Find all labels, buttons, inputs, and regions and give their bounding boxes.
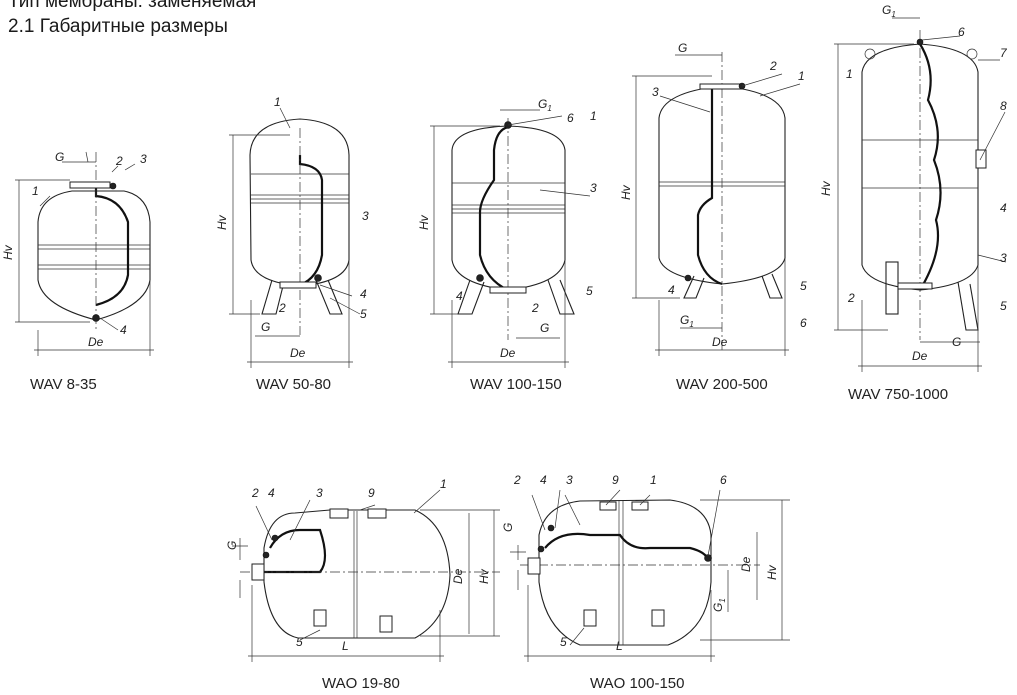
label-g: G: [501, 523, 515, 532]
label-de: De: [739, 556, 753, 572]
callout-9: 9: [612, 473, 619, 487]
callout-2: 2: [251, 486, 259, 500]
callout-3: 3: [316, 486, 323, 500]
tank-wao-19-80: [232, 489, 500, 662]
callout-8: 8: [1000, 99, 1007, 113]
label-de: De: [912, 349, 928, 363]
callout-5: 5: [800, 279, 807, 293]
label-hv: Hv: [765, 564, 779, 580]
label-g: G: [678, 41, 687, 55]
caption-wav-100-150: WAV 100-150: [470, 376, 562, 393]
callout-9: 9: [368, 486, 375, 500]
callout-2: 2: [513, 473, 521, 487]
label-de: De: [712, 335, 728, 349]
label-g: G: [55, 150, 64, 164]
callout-6: 6: [720, 473, 727, 487]
callout-7: 7: [1000, 46, 1008, 60]
callout-3: 3: [1000, 251, 1007, 265]
callout-4: 4: [456, 289, 463, 303]
label-hv: Hv: [477, 568, 491, 584]
callout-4: 4: [1000, 201, 1007, 215]
label-g1: G1: [680, 313, 694, 329]
tank-wav-50-80: [229, 107, 361, 368]
callout-6: 6: [567, 111, 574, 125]
callout-4: 4: [268, 486, 275, 500]
tank-wao-100-150: [510, 489, 790, 662]
caption-wao-19-80: WAO 19-80: [322, 675, 400, 692]
label-g: G: [540, 321, 549, 335]
callout-3: 3: [362, 209, 369, 223]
callout-1: 1: [590, 109, 597, 123]
callout-1: 1: [440, 477, 447, 491]
caption-wav-8-35: WAV 8-35: [30, 376, 97, 393]
callout-4: 4: [360, 287, 367, 301]
header-line-1: Тип мембраны: заменяемая: [8, 0, 257, 12]
label-de: De: [290, 346, 306, 360]
callout-5: 5: [1000, 299, 1007, 313]
caption-wav-750-1000: WAV 750-1000: [848, 386, 948, 403]
callout-6: 6: [958, 25, 965, 39]
caption-wav-50-80: WAV 50-80: [256, 376, 331, 393]
label-hv: Hv: [417, 214, 431, 230]
label-g: G: [225, 541, 239, 550]
label-hv: Hv: [1, 244, 15, 260]
label-l: L: [342, 639, 349, 653]
label-hv: Hv: [819, 180, 833, 196]
label-g: G: [261, 320, 270, 334]
callout-4: 4: [668, 283, 675, 297]
label-de: De: [88, 335, 104, 349]
callout-5: 5: [296, 635, 303, 649]
callout-5: 5: [360, 307, 367, 321]
callout-5: 5: [560, 635, 567, 649]
callout-1: 1: [274, 95, 281, 109]
callout-3: 3: [140, 152, 147, 166]
section-title: 2.1 Габаритные размеры: [8, 16, 228, 37]
callout-2: 2: [531, 301, 539, 315]
label-g: G: [952, 335, 961, 349]
callout-3: 3: [590, 181, 597, 195]
callout-1: 1: [798, 69, 805, 83]
tank-wav-750-1000: [834, 17, 1007, 372]
callout-2: 2: [769, 59, 777, 73]
callout-2: 2: [278, 301, 286, 315]
label-g1: G1: [711, 598, 727, 612]
tank-wav-200-500: [632, 52, 801, 356]
label-de: De: [500, 346, 516, 360]
label-hv: Hv: [215, 214, 229, 230]
callout-1: 1: [650, 473, 657, 487]
callout-3: 3: [566, 473, 573, 487]
callout-1: 1: [32, 184, 39, 198]
callout-1: 1: [846, 67, 853, 81]
callout-4: 4: [540, 473, 547, 487]
label-g1: G1: [882, 3, 896, 19]
label-de: De: [451, 568, 465, 584]
callout-4: 4: [120, 323, 127, 337]
tank-wav-8-35: [15, 151, 154, 356]
caption-wav-200-500: WAV 200-500: [676, 376, 768, 393]
label-g1: G1: [538, 97, 552, 113]
callout-6: 6: [800, 316, 807, 330]
label-hv: Hv: [619, 184, 633, 200]
caption-wao-100-150: WAO 100-150: [590, 675, 685, 692]
tank-wav-100-150: [430, 109, 591, 368]
callout-2: 2: [115, 154, 123, 168]
label-l: L: [616, 639, 623, 653]
callout-2: 2: [847, 291, 855, 305]
callout-3: 3: [652, 85, 659, 99]
callout-5: 5: [586, 284, 593, 298]
